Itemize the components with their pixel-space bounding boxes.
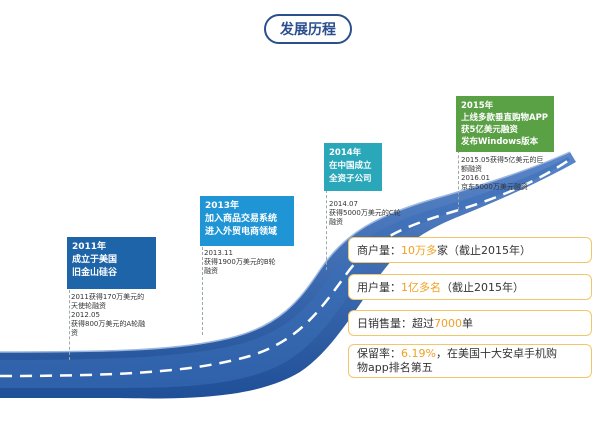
stat-value: 6.19% bbox=[401, 347, 436, 360]
milestone-headline: 上线多款垂直购物APP bbox=[461, 113, 549, 123]
stat-daily-sales: 日销售量：超过 7000 单 bbox=[348, 310, 592, 336]
detail-line: 天使轮融资 bbox=[71, 302, 106, 310]
detail-line: 获得5000万美元的C轮 bbox=[329, 209, 401, 217]
stat-value: 1亿多名 bbox=[401, 281, 441, 294]
milestone-headline: 全资子公司 bbox=[329, 174, 372, 184]
page-title: 发展历程 bbox=[264, 14, 352, 44]
stat-suffix-line2: 物app排名第五 bbox=[357, 361, 433, 374]
milestone-details-2015: 2015.05获得5亿美元的巨 额融资 2016.01 京东5000万美元融资 bbox=[461, 156, 561, 192]
stat-label: 日销售量：超过 bbox=[357, 317, 434, 330]
milestone-pole bbox=[326, 190, 327, 270]
milestone-card-2015: 2015年 上线多款垂直购物APP 获5亿美元融资 发布Windows版本 bbox=[456, 96, 554, 152]
stat-retention: 保留率：6.19%，在美国十大安卓手机购 物app排名第五 bbox=[348, 344, 592, 378]
stat-value: 7000 bbox=[434, 316, 462, 330]
detail-line: 2016.01 bbox=[461, 174, 490, 182]
stat-users: 用户量： 1亿多名 （截止2015年） bbox=[348, 274, 592, 300]
milestone-card-2013: 2013年 加入商品交易系统 进入外贸电商领域 bbox=[200, 196, 294, 246]
milestone-card-2014: 2014年 在中国成立 全资子公司 bbox=[324, 143, 382, 191]
milestone-headline: 加入商品交易系统 bbox=[205, 214, 278, 224]
road-centerline bbox=[0, 156, 573, 378]
milestone-headline: 在中国成立 bbox=[329, 161, 372, 171]
detail-line: 2011获得170万美元的 bbox=[71, 293, 145, 301]
stat-label: 用户量： bbox=[357, 281, 401, 294]
detail-line: 资 bbox=[71, 329, 78, 337]
milestone-year: 2014年 bbox=[329, 148, 362, 158]
stat-suffix: 单 bbox=[462, 317, 473, 330]
milestone-headline: 进入外贸电商领域 bbox=[205, 227, 278, 237]
milestone-details-2014: 2014.07 获得5000万美元的C轮 融资 bbox=[329, 200, 424, 227]
milestone-pole bbox=[202, 247, 203, 335]
milestone-headline: 成立于美国 bbox=[72, 255, 118, 265]
milestone-details-2013: 2013.11 获得1900万美元的B轮 融资 bbox=[204, 249, 299, 276]
milestone-year: 2013年 bbox=[205, 201, 240, 211]
stat-merchants: 商户量： 10万多 家（截止2015年） bbox=[348, 237, 592, 263]
detail-line: 融资 bbox=[329, 218, 343, 226]
milestone-year: 2015年 bbox=[461, 101, 494, 111]
detail-line: 2014.07 bbox=[329, 200, 358, 208]
detail-line: 获得800万美元的A轮融 bbox=[71, 320, 146, 328]
road-lane bbox=[0, 157, 570, 388]
detail-line: 京东5000万美元融资 bbox=[461, 183, 528, 191]
detail-line: 2013.11 bbox=[204, 249, 233, 257]
stat-suffix: 家（截止2015年） bbox=[437, 244, 531, 257]
stat-value: 10万多 bbox=[401, 244, 437, 257]
stat-label: 保留率： bbox=[357, 347, 401, 360]
detail-line: 融资 bbox=[204, 267, 218, 275]
milestone-headline: 旧金山硅谷 bbox=[72, 268, 118, 278]
milestone-year: 2011年 bbox=[72, 242, 107, 252]
detail-line: 额融资 bbox=[461, 165, 482, 173]
milestone-headline: 获5亿美元融资 bbox=[461, 125, 518, 135]
stat-label: 商户量： bbox=[357, 244, 401, 257]
milestone-details-2011: 2011获得170万美元的 天使轮融资 2012.05 获得800万美元的A轮融… bbox=[71, 293, 166, 338]
stat-suffix: ，在美国十大安卓手机购 bbox=[435, 347, 557, 360]
detail-line: 获得1900万美元的B轮 bbox=[204, 258, 276, 266]
detail-line: 2012.05 bbox=[71, 311, 100, 319]
detail-line: 2015.05获得5亿美元的巨 bbox=[461, 156, 544, 164]
milestone-headline: 发布Windows版本 bbox=[461, 137, 539, 147]
milestone-pole bbox=[458, 145, 459, 210]
milestone-card-2011: 2011年 成立于美国 旧金山硅谷 bbox=[67, 237, 156, 289]
stat-suffix: （截止2015年） bbox=[441, 281, 524, 294]
milestone-pole bbox=[69, 290, 70, 360]
road-edge bbox=[0, 151, 571, 353]
